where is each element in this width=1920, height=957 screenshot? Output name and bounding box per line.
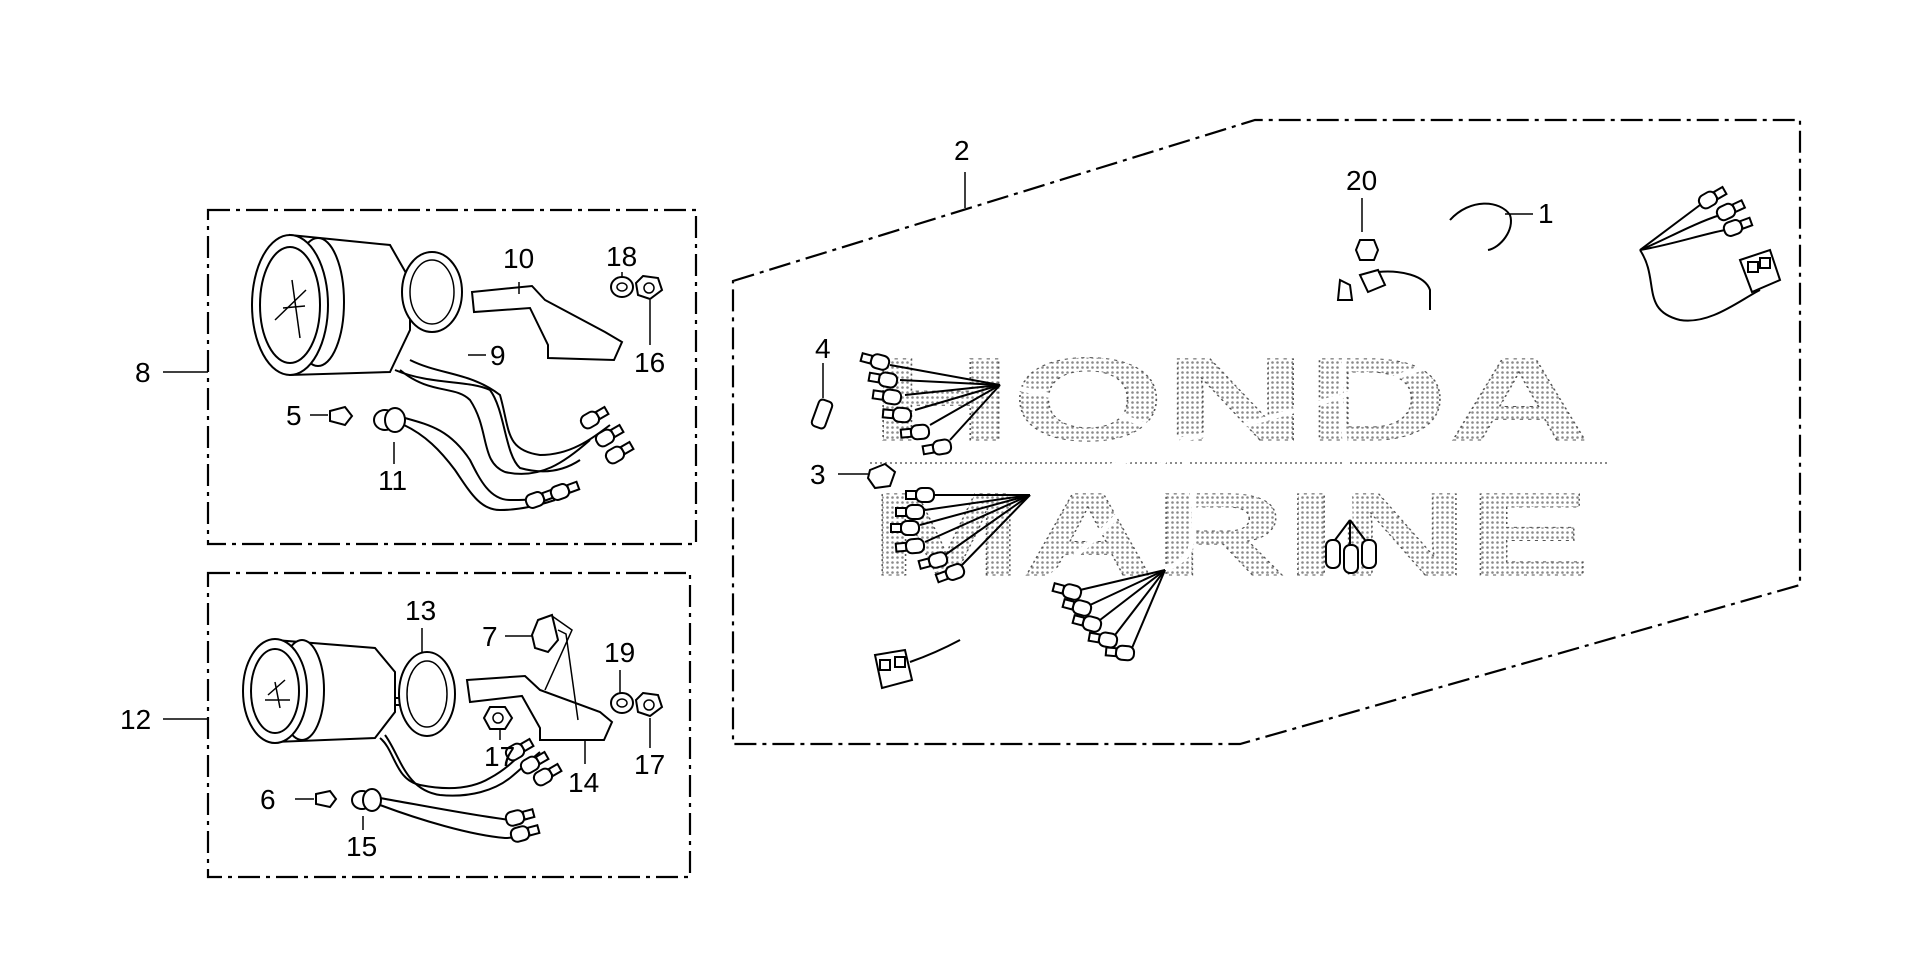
callout-17-inner: 17 xyxy=(484,741,515,772)
callout-19: 19 xyxy=(604,637,635,668)
bulb-5[interactable] xyxy=(329,405,354,427)
trim-meter-group-box xyxy=(206,571,692,879)
trim-meter-bracket[interactable] xyxy=(465,674,614,741)
callout-15: 15 xyxy=(346,831,377,862)
callout-18: 18 xyxy=(606,241,637,272)
honda-marine-watermark: HONDA MARINE xyxy=(870,334,1610,602)
callout-labels: 1 2 3 4 5 6 7 8 9 10 11 12 13 14 15 16 1… xyxy=(120,135,1554,862)
trim-meter-wires xyxy=(379,734,564,797)
harness-group-box xyxy=(731,118,1802,746)
callout-9: 9 xyxy=(490,340,506,371)
nut-16[interactable] xyxy=(634,274,664,301)
callout-5: 5 xyxy=(286,400,302,431)
tachometer-assembly[interactable] xyxy=(251,233,463,377)
callout-13: 13 xyxy=(405,595,436,626)
watermark-line-2: MARINE xyxy=(870,469,1590,601)
tachometer-group-box xyxy=(206,208,698,546)
callout-2: 2 xyxy=(954,135,970,166)
nut-17-inner[interactable] xyxy=(482,706,514,730)
pin-4[interactable] xyxy=(810,398,834,430)
callout-16: 16 xyxy=(634,347,665,378)
bulb-6[interactable] xyxy=(315,789,338,809)
callout-20: 20 xyxy=(1346,165,1377,196)
leader-lines xyxy=(163,172,1533,830)
callout-10: 10 xyxy=(503,243,534,274)
fuse-20[interactable] xyxy=(1354,239,1380,261)
callout-3: 3 xyxy=(810,459,826,490)
callout-4: 4 xyxy=(815,333,831,364)
clamp-7[interactable] xyxy=(530,613,560,654)
tachometer-bracket[interactable] xyxy=(470,284,624,362)
watermark-line-1: HONDA xyxy=(870,334,1590,466)
wire-clip-1[interactable] xyxy=(1449,202,1512,251)
bulb-socket-15[interactable] xyxy=(351,788,542,845)
callout-8: 8 xyxy=(135,357,151,388)
callout-11: 11 xyxy=(378,465,407,496)
callout-7: 7 xyxy=(482,621,498,652)
nut-19[interactable] xyxy=(610,692,634,714)
callout-17-outer: 17 xyxy=(634,749,665,780)
nut-18[interactable] xyxy=(610,276,634,298)
wire-harness[interactable] xyxy=(858,183,1782,690)
tachometer-wires xyxy=(394,359,636,475)
bulb-socket-11[interactable] xyxy=(373,407,582,512)
callout-14: 14 xyxy=(568,767,599,798)
callout-1: 1 xyxy=(1538,198,1554,229)
cap-3[interactable] xyxy=(866,462,897,490)
nut-17-outer[interactable] xyxy=(634,691,664,718)
callout-6: 6 xyxy=(260,784,276,815)
trim-meter-assembly[interactable] xyxy=(242,638,456,744)
callout-12: 12 xyxy=(120,704,151,735)
